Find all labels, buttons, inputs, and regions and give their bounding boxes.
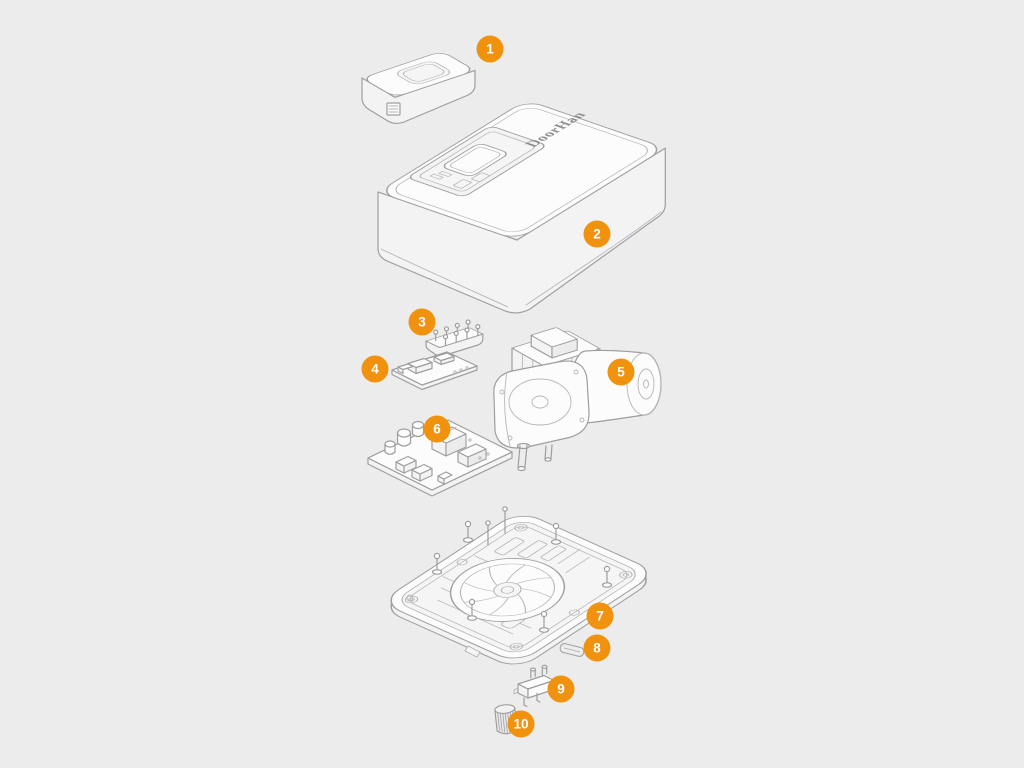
- relay: [457, 443, 487, 468]
- capacitors: [384, 420, 425, 455]
- base-plate-interior: [401, 522, 636, 653]
- part-2-housing-cover: DoorHan: [377, 103, 666, 314]
- callout-6: 6: [423, 415, 451, 443]
- connectors: [395, 455, 453, 485]
- part-5-motor-gearbox-assembly: [493, 327, 662, 472]
- part-4-receiver-board: [391, 351, 478, 391]
- housing-lamp-recess: [409, 126, 545, 197]
- callout-4: 4: [361, 355, 389, 383]
- part-7-base-plate: [390, 506, 647, 665]
- callout-8: 8: [583, 634, 611, 662]
- output-shaft: [516, 442, 553, 472]
- callout-7: 7: [586, 602, 614, 630]
- plate-posts: [431, 506, 613, 633]
- lamp-cover-clip: [386, 102, 401, 116]
- callout-3: 3: [408, 308, 436, 336]
- gearbox-housing: [493, 360, 590, 449]
- terminal-pins: [435, 322, 479, 346]
- callout-1: 1: [476, 35, 504, 63]
- part-8-pin: [559, 643, 585, 657]
- callout-10: 10: [507, 710, 535, 738]
- callout-2: 2: [583, 220, 611, 248]
- part-1-lamp-cover: [361, 53, 476, 125]
- callout-5: 5: [607, 358, 635, 386]
- fan-gear-ring: [449, 558, 566, 622]
- terminal-pin-heads: [433, 319, 481, 340]
- callout-9: 9: [547, 675, 575, 703]
